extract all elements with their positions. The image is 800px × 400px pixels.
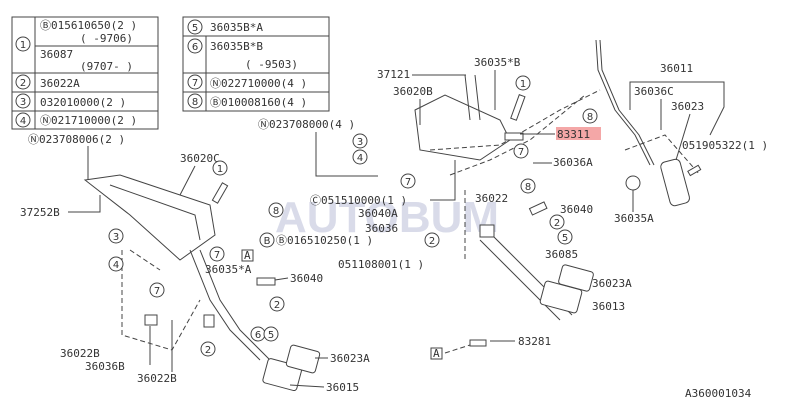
callout-label: 36035*B	[474, 56, 521, 69]
svg-text:6: 6	[255, 330, 261, 341]
callout-label: 37252B	[20, 206, 60, 219]
callout-label: 36040A	[358, 207, 398, 220]
svg-text:5: 5	[268, 330, 274, 341]
callout-label: 36022	[475, 192, 508, 205]
legend-entry: ( -9503)	[245, 58, 298, 71]
legend-num: 6	[192, 42, 198, 53]
callout-label: 83281	[518, 335, 551, 348]
callout-label: 36020B	[393, 85, 433, 98]
legend-entry: 032010000(2 )	[40, 96, 126, 109]
legend-entry: Ⓑ010008160(4 )	[210, 96, 307, 109]
svg-text:8: 8	[587, 112, 593, 123]
reference-box-a	[241, 249, 254, 262]
callout-label: 36036B	[85, 360, 125, 373]
svg-text:B: B	[264, 236, 271, 247]
svg-text:7: 7	[214, 250, 220, 261]
callout-label: Ⓑ016510250(1 )	[276, 234, 373, 247]
callout-label: 36022B	[137, 372, 177, 385]
svg-text:2: 2	[274, 300, 280, 311]
svg-text:7: 7	[518, 147, 524, 158]
svg-text:2: 2	[429, 236, 435, 247]
svg-text:8: 8	[273, 206, 279, 217]
callout-label: 36011	[660, 62, 693, 75]
callout-label: 36035*A	[205, 263, 252, 276]
callout-label: 36022B	[60, 347, 100, 360]
legend-entry: Ⓑ015610650(2 )	[40, 19, 137, 32]
callout-label: 36013	[592, 300, 625, 313]
callout-label: 36023A	[330, 352, 370, 365]
svg-text:1: 1	[217, 164, 223, 175]
legend-entry: Ⓝ022710000(4 )	[210, 77, 307, 90]
callout-label: 36040	[560, 203, 593, 216]
callout-label: 36035A	[614, 212, 654, 225]
callout-label: 36040	[290, 272, 323, 285]
reference-box-a	[430, 347, 443, 360]
watermark: AUTOBUM	[275, 193, 499, 242]
legend-num: 2	[20, 78, 26, 89]
legend-num: 3	[20, 97, 26, 108]
legend-entry: Ⓝ021710000(2 )	[40, 114, 137, 127]
callout-label: 37121	[377, 68, 410, 81]
callout-label: 36020C	[180, 152, 220, 165]
callout-label: Ⓝ023708000(4 )	[258, 118, 355, 131]
svg-text:8: 8	[525, 182, 531, 193]
legend-table-right: 5 36035B*A 6 36035B*B ( -9503) 7 Ⓝ022710…	[182, 16, 330, 112]
callout-label: 36036A	[553, 156, 593, 169]
callout-label: 051905322(1 )	[682, 139, 768, 152]
highlight-83311	[556, 127, 601, 140]
callout-label: 36023A	[592, 277, 632, 290]
circled-numbers-left: 1 8 3 4 7 7 2 6 5 2	[108, 160, 285, 357]
callout-label: 36036C	[634, 85, 674, 98]
callout-label: Ⓒ051510000(1 )	[310, 194, 407, 207]
legend-entry: 36022A	[40, 77, 80, 90]
callout-label: 36036	[365, 222, 398, 235]
svg-text:3: 3	[113, 232, 119, 243]
legend-entry: ( -9706)	[80, 32, 133, 45]
legend-entry: (9707- )	[80, 60, 133, 73]
callout-label: Ⓝ023708006(2 )	[28, 133, 125, 146]
legend-num: 4	[20, 116, 26, 127]
circled-numbers-center: 1 8 3 4 7 7 8 2 2 5	[352, 75, 598, 248]
legend-table-left: 1 Ⓑ015610650(2 ) ( -9706) 36087 (9707- )…	[11, 16, 159, 130]
callout-label: 36023	[671, 100, 704, 113]
svg-text:2: 2	[205, 345, 211, 356]
svg-text:4: 4	[113, 260, 119, 271]
callout-label: 36085	[545, 248, 578, 261]
left-pedal-assembly	[83, 174, 321, 392]
callout-label-highlighted[interactable]: 83311	[557, 128, 590, 141]
svg-text:2: 2	[554, 218, 560, 229]
diagram-id: A360001034	[685, 387, 752, 400]
svg-text:5: 5	[562, 233, 568, 244]
reference-box-label: A	[433, 347, 440, 360]
legend-num: 5	[192, 23, 198, 34]
legend-entry: 36035B*A	[210, 21, 263, 34]
svg-text:3: 3	[357, 137, 363, 148]
svg-text:7: 7	[154, 286, 160, 297]
svg-text:4: 4	[357, 153, 363, 164]
legend-num: 1	[20, 40, 26, 51]
accelerator-pedal-assembly	[595, 39, 702, 207]
svg-text:7: 7	[405, 177, 411, 188]
legend-entry: 36087	[40, 48, 73, 61]
callout-label: 051108001(1 )	[338, 258, 424, 271]
legend-num: 8	[192, 97, 198, 108]
reference-box-label: A	[244, 249, 251, 262]
legend-num: 7	[192, 78, 198, 89]
callout-label: 36015	[326, 381, 359, 394]
legend-entry: 36035B*B	[210, 40, 263, 53]
center-pedal-assembly	[414, 74, 601, 321]
svg-text:1: 1	[520, 79, 526, 90]
